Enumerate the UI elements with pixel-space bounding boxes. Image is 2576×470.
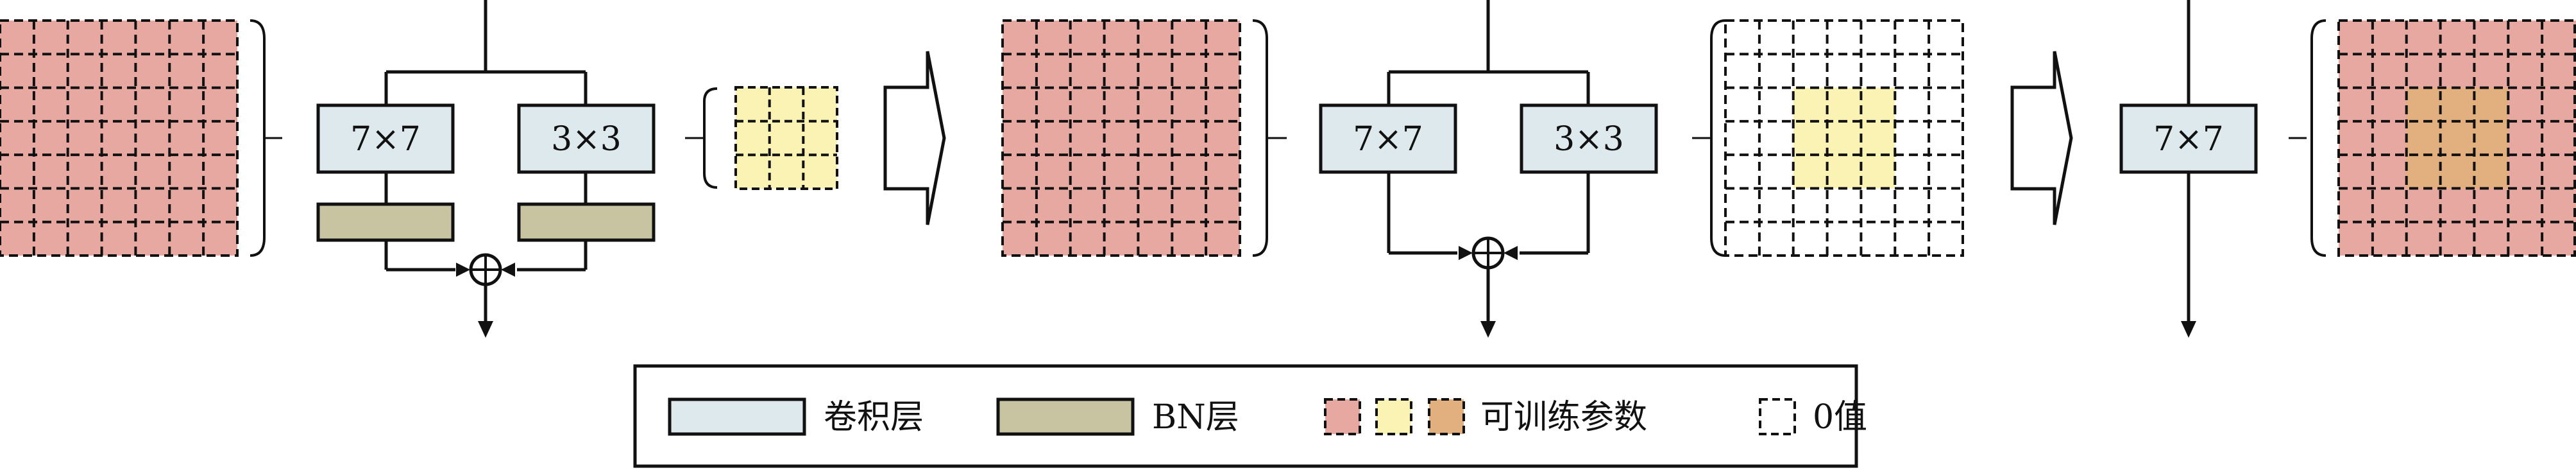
legend: 卷积层 BN层 可训练参数 0值 (633, 364, 1867, 468)
stage1-conv-3x3-label: 3×3 (551, 120, 622, 159)
stage3-output-arrowhead (2181, 321, 2196, 338)
legend-trainable-swatches (1324, 398, 1465, 435)
legend-zero-swatch (1759, 398, 1796, 435)
legend-conv-swatch (668, 397, 806, 436)
stage2-conv-3x3-box: 3×3 (1520, 103, 1658, 174)
stage2-conv-7x7-label: 7×7 (1353, 120, 1423, 159)
legend-zero-label: 0值 (1813, 398, 1867, 437)
transform-arrow-2 (2010, 51, 2073, 225)
stage3-merged-7x7-kernel-grid (2337, 19, 2576, 257)
stage1-trained-7x7-kernel-grid (0, 19, 239, 257)
stage3-bracket (2310, 19, 2326, 257)
legend-trainable-label: 可训练参数 (1480, 398, 1647, 437)
legend-bn-swatch (996, 397, 1135, 436)
stage2-output-arrowhead (1480, 321, 1496, 338)
stage1-big-bracket (250, 19, 266, 257)
stage2-padded-bracket (1710, 19, 1726, 257)
stage1-conv-3x3-box: 3×3 (517, 103, 656, 174)
stage1-arrowhead-right (501, 263, 515, 277)
stage1-output-arrowhead (478, 321, 493, 338)
stage2-add-node (1471, 236, 1505, 270)
stage1-conv-7x7-box: 7×7 (316, 103, 455, 174)
legend-bn-label: BN层 (1152, 398, 1239, 437)
stage3-conv-7x7-label: 7×7 (2153, 120, 2224, 159)
stage2-zero-padded-3x3-kernel-grid (1724, 19, 1964, 257)
transform-arrow-1 (883, 51, 946, 225)
stage2-arrowhead-right (1504, 246, 1518, 260)
stage1-trained-3x3-kernel-grid (734, 86, 838, 190)
stage2-conv-3x3-label: 3×3 (1554, 120, 1624, 159)
stage1-bn-right-box (517, 202, 656, 242)
stage2-fused-7x7-kernel-grid (1001, 19, 1241, 257)
stage1-conv-7x7-label: 7×7 (350, 120, 421, 159)
stage2-branch-lines (1387, 0, 1590, 324)
stage1-arrowhead-left (456, 263, 470, 277)
legend-conv-label: 卷积层 (824, 398, 924, 437)
stage2-arrowhead-left (1459, 246, 1473, 260)
stage2-conv-7x7-box: 7×7 (1319, 103, 1457, 174)
stage1-add-node (469, 253, 502, 286)
stage3-conv-7x7-box: 7×7 (2119, 103, 2258, 174)
stage2-big-bracket (1252, 19, 1268, 257)
stage1-bn-left-box (316, 202, 455, 242)
stage1-small-bracket (703, 87, 718, 189)
stage1-branch-lines (384, 0, 588, 324)
